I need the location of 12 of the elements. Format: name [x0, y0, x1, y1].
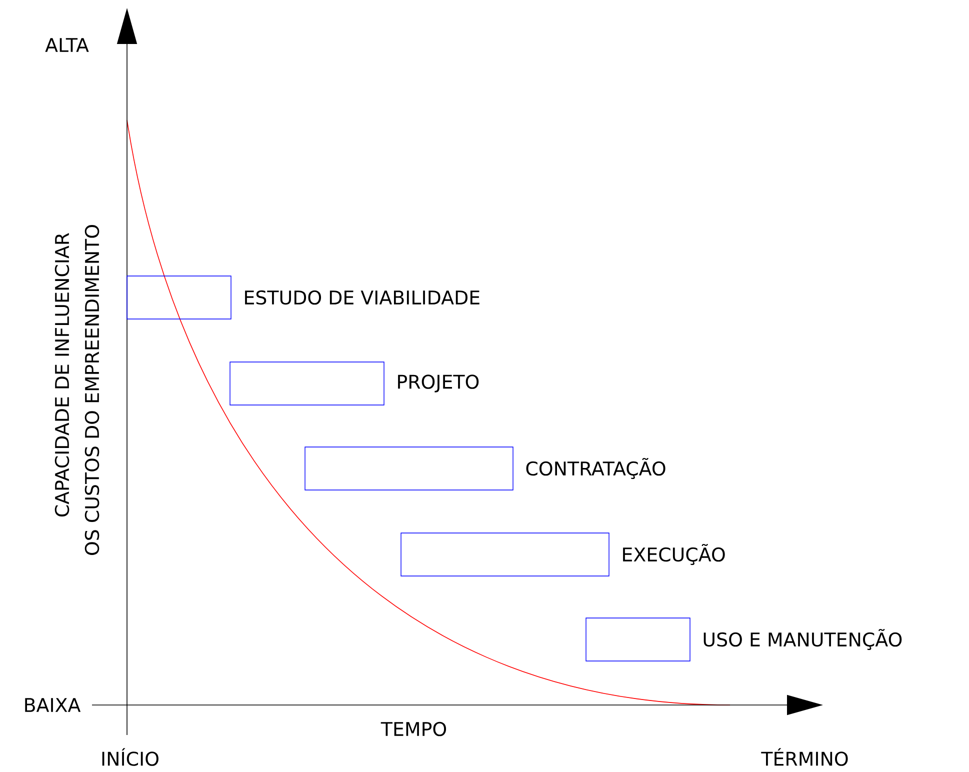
axis-title: TEMPO: [380, 722, 446, 736]
phase-label: USO E MANUTENÇÃO: [704, 628, 902, 650]
axis-label: INÍCIO: [102, 748, 158, 766]
axis-title: CAPACIDADE DE INFLUENCIAR: [54, 232, 70, 517]
axis-label: TÉRMINO: [761, 748, 848, 766]
phase-label: EXECUÇÃO: [623, 544, 725, 566]
phase-label: PROJETO: [398, 374, 479, 392]
phase-label: ESTUDO DE VIABILIDADE: [245, 290, 480, 305]
axis-label: ALTA: [45, 38, 89, 52]
phase-label: CONTRATAÇÃO: [526, 458, 666, 480]
axis-title: OS CUSTOS DO EMPREENDIMENTO: [84, 225, 100, 555]
axis-label: BAIXA: [25, 698, 81, 712]
